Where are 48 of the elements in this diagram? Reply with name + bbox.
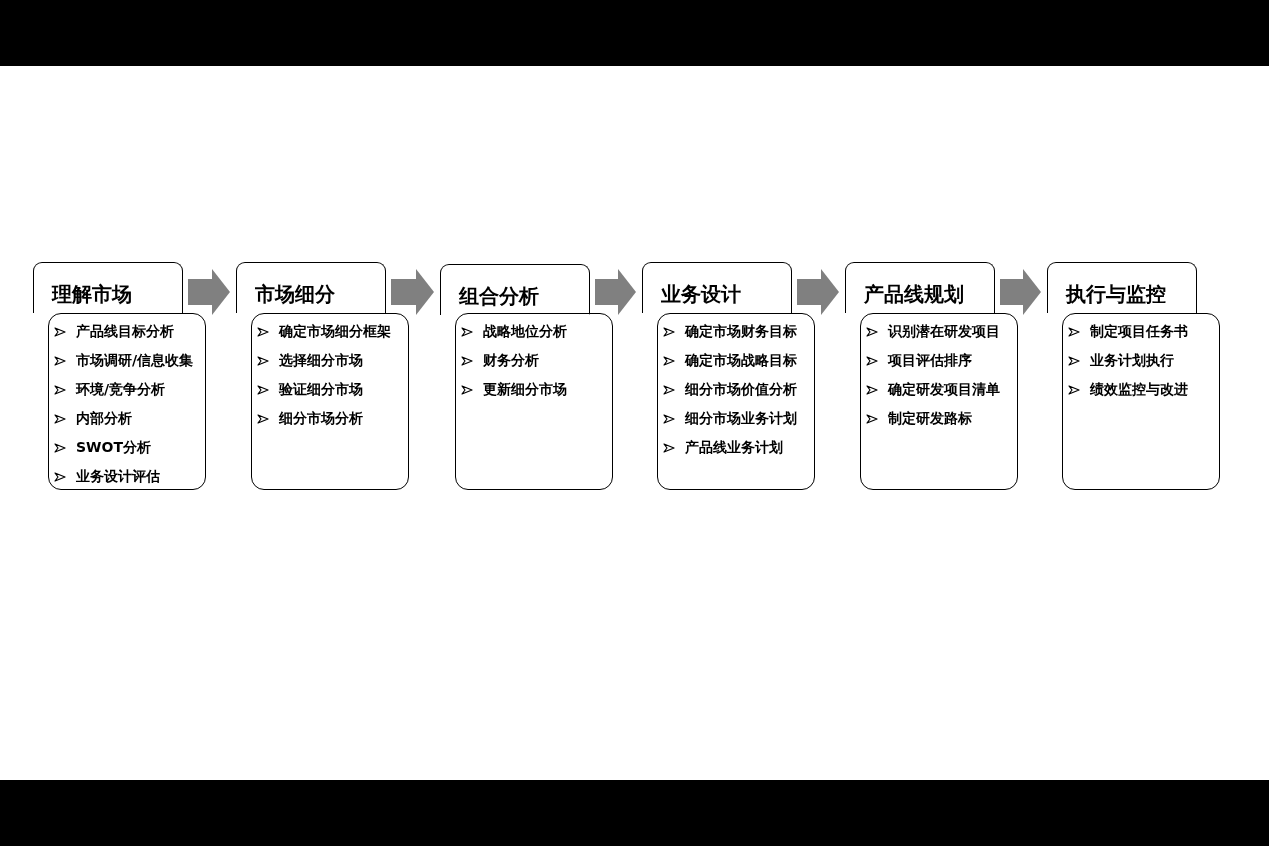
block-arrow <box>391 269 434 315</box>
task-item: 验证细分市场 <box>279 380 363 399</box>
task-item: 细分市场业务计划 <box>685 409 797 428</box>
task-item: 确定研发项目清单 <box>888 380 1000 399</box>
stage-title: 组合分析 <box>459 283 540 310</box>
task-item: 战略地位分析 <box>483 322 567 341</box>
task-list-box <box>251 313 409 490</box>
task-list-box <box>1062 313 1220 490</box>
task-item: 产品线业务计划 <box>685 438 783 457</box>
task-item: 项目评估排序 <box>888 351 972 370</box>
stage-title: 业务设计 <box>661 281 742 308</box>
task-item: 环境/竞争分析 <box>76 380 166 399</box>
task-item: 更新细分市场 <box>483 380 567 399</box>
block-arrow <box>1000 269 1041 315</box>
task-item: SWOT分析 <box>76 438 151 457</box>
block-arrow <box>797 269 839 315</box>
stage-title: 理解市场 <box>52 281 133 308</box>
task-item: 确定市场战略目标 <box>685 351 797 370</box>
stage-title: 产品线规划 <box>864 281 965 308</box>
stage-header-box <box>236 262 386 313</box>
block-arrow <box>595 269 636 315</box>
task-item: 财务分析 <box>483 351 539 370</box>
task-item: 业务计划执行 <box>1090 351 1174 370</box>
task-item: 确定市场细分框架 <box>279 322 391 341</box>
stage-header-box <box>1047 262 1197 313</box>
task-item: 制定研发路标 <box>888 409 972 428</box>
task-item: 制定项目任务书 <box>1090 322 1188 341</box>
stage-header-box <box>642 262 792 313</box>
task-list-box <box>455 313 613 490</box>
task-item: 确定市场财务目标 <box>685 322 797 341</box>
task-item: 市场调研/信息收集 <box>76 351 194 370</box>
task-list-box <box>48 313 206 490</box>
task-item: 内部分析 <box>76 409 132 428</box>
task-item: 选择细分市场 <box>279 351 363 370</box>
stage-header-box <box>440 264 590 315</box>
task-item: 细分市场分析 <box>279 409 363 428</box>
task-item: 业务设计评估 <box>76 467 160 486</box>
task-item: 细分市场价值分析 <box>685 380 797 399</box>
task-list-box <box>860 313 1018 490</box>
task-item: 识别潜在研发项目 <box>888 322 1000 341</box>
task-list-box <box>657 313 815 490</box>
stage-title: 市场细分 <box>255 281 336 308</box>
stage-header-box <box>845 262 995 313</box>
block-arrow <box>188 269 230 315</box>
task-item: 产品线目标分析 <box>76 322 174 341</box>
stage-title: 执行与监控 <box>1066 281 1167 308</box>
task-item: 绩效监控与改进 <box>1090 380 1188 399</box>
stage-header-box <box>33 262 183 313</box>
